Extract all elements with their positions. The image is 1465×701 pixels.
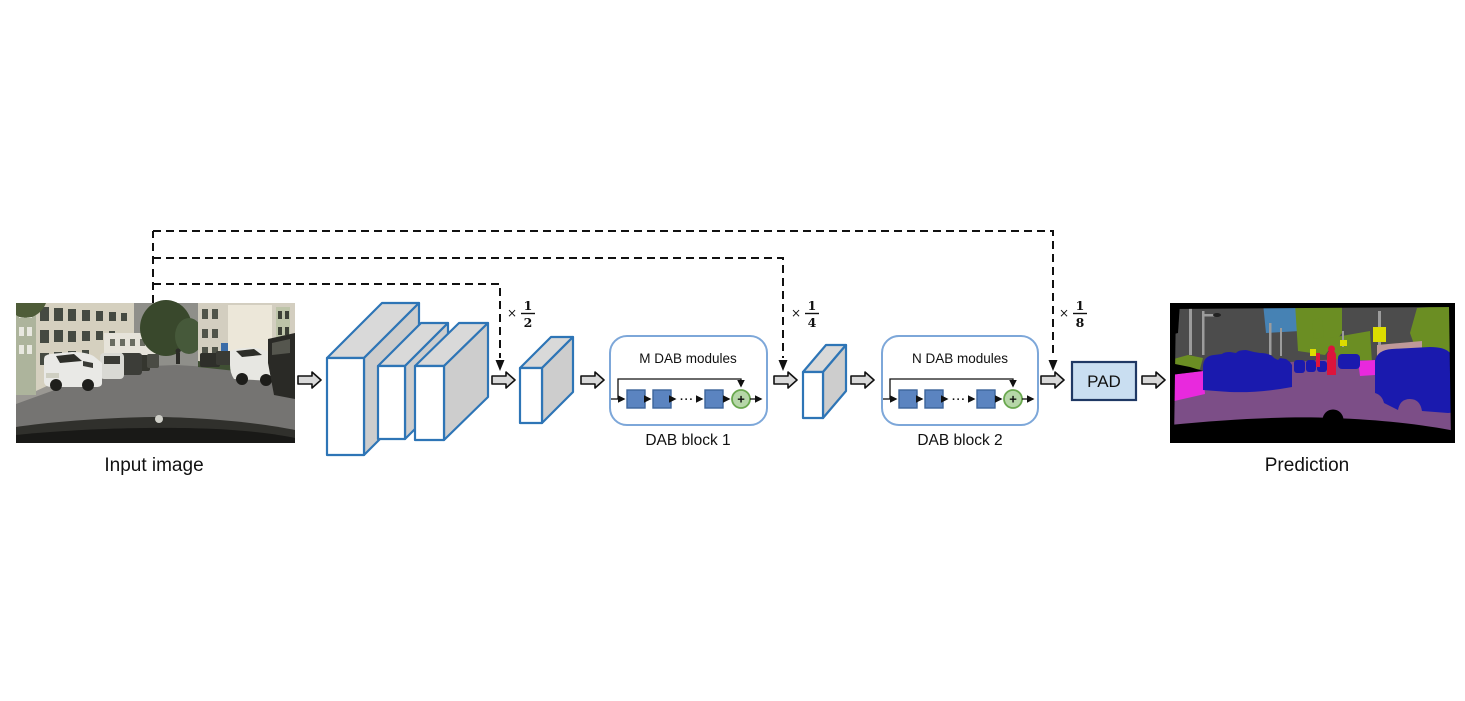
flow-arrow-3 [580, 371, 605, 389]
seg-car-regions [1203, 347, 1455, 413]
skip-arrowhead-eighth [1048, 360, 1058, 371]
skip-connections [152, 230, 1058, 371]
seg-sky-region [1263, 303, 1303, 333]
residual-skip-line [617, 378, 745, 399]
input-image-photo [16, 300, 295, 443]
skip-connection-eighth [153, 230, 1054, 358]
seg-void-regions [1170, 303, 1455, 443]
flow-arrow-1 [297, 371, 322, 389]
input-image-label: Input image [104, 455, 203, 476]
dab-module [924, 389, 944, 409]
photo-ego-hood [16, 415, 295, 443]
dab-block-2-caption: DAB block 2 [917, 432, 1002, 449]
plus-sign: + [1009, 392, 1017, 407]
scale-label-half: × 1 2 [507, 298, 535, 330]
dab-block-2: N DAB modules ··· + DAB block 2 [881, 335, 1039, 449]
scale-label-quarter: × 1 4 [791, 298, 819, 330]
pad-label: PAD [1087, 372, 1121, 391]
dab-module [898, 389, 918, 409]
skip-connection-quarter [153, 257, 784, 358]
seg-person-regions [1316, 345, 1336, 375]
dab-block-1: M DAB modules ··· + DAB block 1 [609, 335, 768, 449]
skip-connection-half [153, 283, 501, 358]
dab-block-1-box [609, 335, 768, 426]
flow-arrows [297, 371, 1166, 389]
seg-sign-regions [1310, 327, 1386, 356]
pad-block: PAD [1070, 360, 1138, 402]
flow-arrow-5 [850, 371, 875, 389]
scale-op-quarter: × [791, 306, 801, 320]
feature-map-block-1 [518, 335, 575, 425]
scale-label-eighth: × 1 8 [1059, 298, 1087, 330]
dab-module [652, 389, 672, 409]
dab-block-1-caption: DAB block 1 [645, 432, 730, 449]
scale-op-eighth: × [1059, 306, 1069, 320]
prediction-image [1170, 303, 1455, 443]
pad-box [1070, 360, 1138, 402]
residual-skip-line [889, 378, 1017, 399]
flow-arrow-6 [1040, 371, 1065, 389]
scale-num-eighth: 1 [1076, 298, 1085, 313]
skip-arrowhead-quarter [778, 360, 788, 371]
ellipsis: ··· [952, 394, 966, 406]
photo-left-cars [44, 352, 159, 391]
scale-num-half: 1 [524, 298, 533, 313]
prediction-label: Prediction [1265, 455, 1350, 476]
photo-hood-emblem [155, 415, 163, 423]
ellipsis: ··· [680, 394, 694, 406]
plus-sign: + [737, 392, 745, 407]
flow-arrow-2 [491, 371, 516, 389]
photo-right-cars [200, 333, 295, 399]
photo-trees [16, 300, 203, 356]
encoder-conv-blocks [325, 301, 848, 457]
dab-block-1-title: M DAB modules [639, 351, 737, 366]
photo-white-car [44, 352, 102, 387]
dab-block-1-chain: ··· + [611, 378, 763, 409]
dab-module [976, 389, 996, 409]
scale-op-half: × [507, 306, 517, 320]
seg-sidewalk-regions [1170, 360, 1375, 402]
scale-num-quarter: 1 [808, 298, 817, 313]
conv-block-3 [413, 321, 490, 442]
dab-module [626, 389, 646, 409]
dab-block-2-chain: ··· + [883, 378, 1035, 409]
skip-arrowhead-half [495, 360, 505, 371]
photo-parking-sign [221, 343, 228, 351]
dab-module [704, 389, 724, 409]
flow-arrow-7 [1141, 371, 1166, 389]
photo-white-car-right [230, 347, 274, 381]
feature-map-block-2 [801, 343, 848, 420]
flow-arrow-4 [773, 371, 798, 389]
scale-den-half: 2 [524, 315, 533, 330]
dab-block-2-box [881, 335, 1039, 426]
photo-cyclist [175, 348, 181, 364]
scale-den-quarter: 4 [808, 315, 817, 330]
dab-block-2-title: N DAB modules [912, 351, 1008, 366]
seg-hood-emblem [1322, 409, 1344, 431]
scale-den-eighth: 8 [1076, 315, 1085, 330]
